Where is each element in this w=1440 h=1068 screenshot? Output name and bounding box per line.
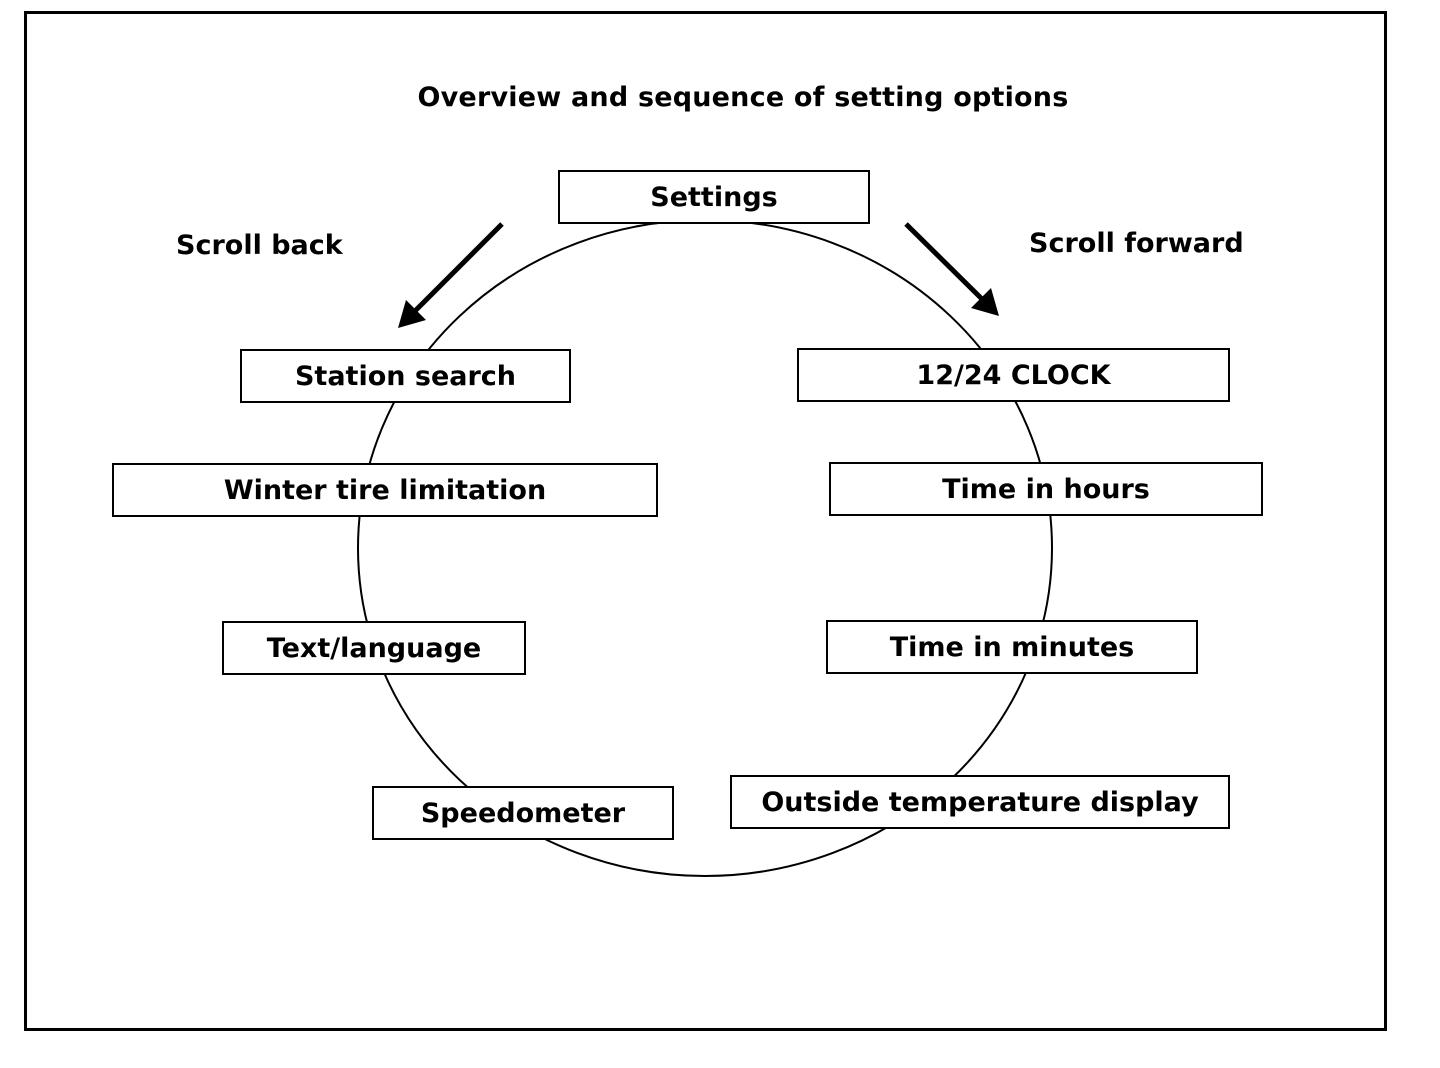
time-in-minutes-box: Time in minutes — [826, 620, 1198, 674]
settings-box: Settings — [558, 170, 870, 224]
scroll-back-arrow — [398, 222, 504, 328]
scroll-forward-label: Scroll forward — [1029, 228, 1244, 259]
time-in-hours-box: Time in hours — [829, 462, 1263, 516]
winter-tire-limitation-box: Winter tire limitation — [112, 463, 658, 517]
diagram-frame — [24, 11, 1387, 1031]
scroll-back-label: Scroll back — [176, 230, 343, 261]
outside-temperature-display-box: Outside temperature display — [730, 775, 1230, 829]
speedometer-box: Speedometer — [372, 786, 674, 840]
scroll-forward-arrow — [904, 222, 999, 316]
text-language-box: Text/language — [222, 621, 526, 675]
diagram-title: Overview and sequence of setting options — [417, 82, 1069, 113]
station-search-box: Station search — [240, 349, 571, 403]
clock-12-24-box: 12/24 CLOCK — [797, 348, 1230, 402]
